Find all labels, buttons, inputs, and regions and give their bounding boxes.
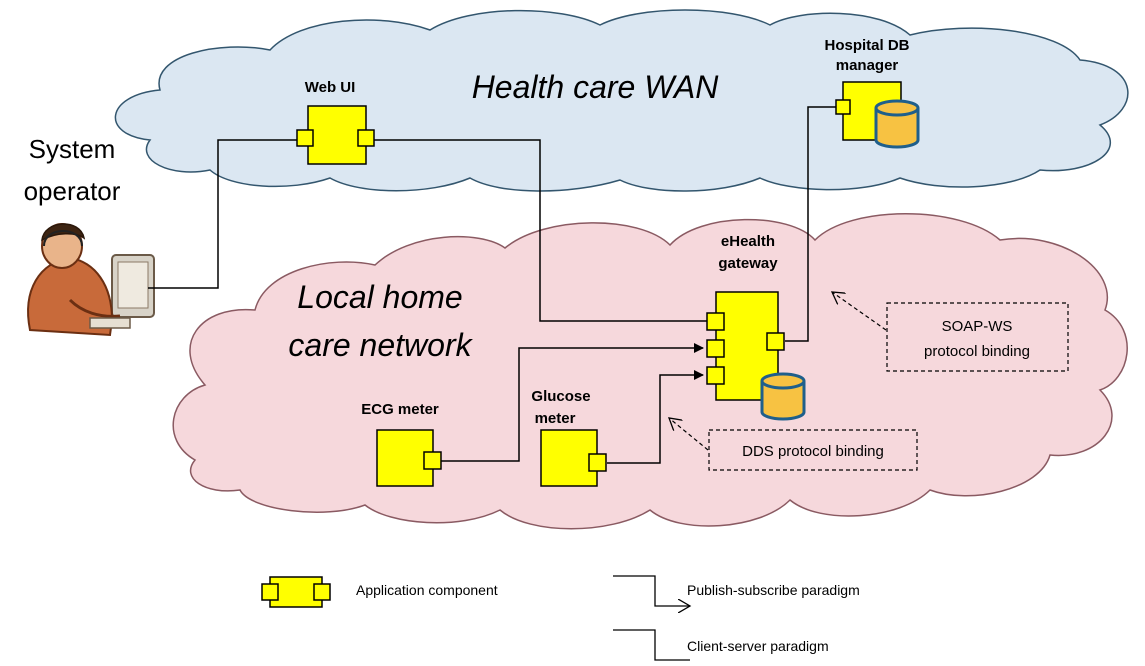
- legend-component-label: Application component: [356, 582, 498, 598]
- web-ui-component: Web UI: [296, 79, 375, 165]
- ecg-gateway-link: [441, 343, 704, 462]
- operator-webui-link: [148, 139, 297, 289]
- soap-note-line1: SOAP-WS: [942, 318, 1013, 335]
- dds-note-text: DDS protocol binding: [742, 443, 884, 460]
- health-care-wan-cloud: Health care WAN: [114, 9, 1129, 192]
- ecg-label: ECG meter: [361, 401, 439, 418]
- gateway-label-line2: gateway: [718, 255, 778, 272]
- glucose-label-line1: Glucose: [531, 388, 590, 405]
- wan-title: Health care WAN: [472, 69, 720, 105]
- hospital-db-manager-component: Hospital DB manager: [824, 37, 920, 149]
- database-icon: [874, 99, 920, 149]
- legend-client-server-line: [613, 629, 690, 661]
- database-icon: [760, 372, 806, 421]
- glucose-label-line2: meter: [535, 410, 576, 427]
- web-ui-label: Web UI: [305, 79, 356, 96]
- glucose-meter-component: Glucose meter: [531, 388, 607, 487]
- legend-client-server-label: Client-server paradigm: [687, 638, 829, 654]
- legend: Application component Publish-subscribe …: [261, 575, 860, 661]
- person-at-computer-icon: [27, 223, 155, 337]
- soap-ws-note: SOAP-WS protocol binding: [832, 292, 1069, 372]
- legend-component-icon: [261, 576, 331, 608]
- soap-note-line2: protocol binding: [924, 343, 1030, 360]
- webui-gateway-link: [372, 139, 708, 322]
- local-title-line2: care network: [288, 327, 473, 363]
- system-operator-actor: System operator: [24, 134, 155, 337]
- gateway-hospitaldb-link: [785, 106, 836, 342]
- gateway-label-line1: eHealth: [721, 233, 775, 250]
- ecg-meter-component: ECG meter: [361, 401, 442, 487]
- dds-note: DDS protocol binding: [669, 418, 918, 471]
- ehealth-gateway-component: eHealth gateway: [706, 233, 806, 421]
- hospital-db-label-line1: Hospital DB: [824, 37, 909, 54]
- dds-note-pointer: [669, 418, 709, 451]
- local-title-line1: Local home: [297, 279, 462, 315]
- glucose-gateway-link: [607, 370, 704, 464]
- legend-pubsub-line: [613, 575, 690, 606]
- legend-pubsub-label: Publish-subscribe paradigm: [687, 582, 860, 598]
- operator-label-line2: operator: [24, 176, 121, 206]
- operator-label-line1: System: [29, 134, 116, 164]
- hospital-db-label-line2: manager: [836, 57, 899, 74]
